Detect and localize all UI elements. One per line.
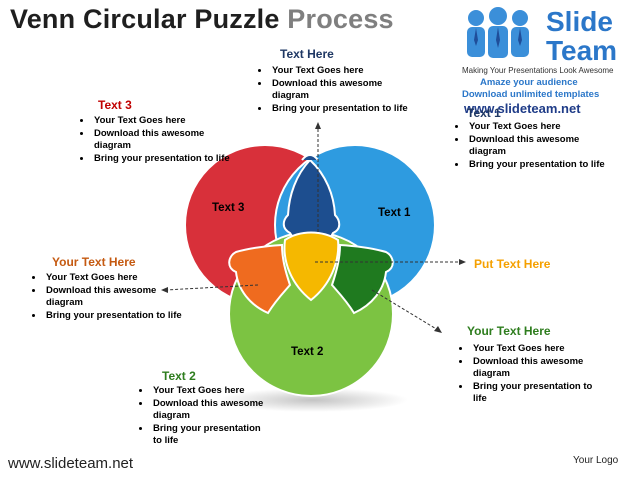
right-block-heading: Your Text Here	[467, 324, 551, 338]
right-block-bullets: Your Text Goes here Download this awesom…	[453, 343, 606, 406]
arrowhead-left	[161, 287, 168, 293]
title-main: Venn Circular Puzzle	[10, 4, 280, 34]
logo-amaze: Amaze your audience	[480, 77, 578, 88]
left-block-bullet: Your Text Goes here	[44, 272, 184, 285]
text1-block-bullet: Download this awesome diagram	[467, 134, 617, 159]
puzzle-knob-top	[301, 154, 319, 161]
right-block-bullet: Your Text Goes here	[471, 343, 606, 356]
circle-label-right: Text 1	[378, 207, 411, 219]
people-icon	[467, 7, 529, 58]
logo-tagline: Making Your Presentations Look Awesome	[462, 66, 614, 75]
left-block-bullet: Download this awesome diagram	[44, 285, 184, 310]
text2-block-bullet: Bring your presentation to life	[151, 423, 269, 448]
logo-site: www.slideteam.net	[464, 101, 581, 116]
arrowhead-right	[459, 259, 466, 265]
left-block-bullet: Bring your presentation to life	[44, 310, 184, 323]
text3-block-heading: Text 3	[98, 98, 132, 112]
text3-block-bullet: Download this awesome diagram	[92, 128, 242, 153]
top-block-heading: Text Here	[280, 47, 334, 61]
text2-block-bullet: Download this awesome diagram	[151, 398, 269, 423]
left-block-heading: Your Text Here	[52, 255, 136, 269]
text1-block-heading: Text 1	[467, 106, 501, 120]
top-block-bullet: Bring your presentation to life	[270, 103, 418, 116]
text2-block-bullet: Your Text Goes here	[151, 385, 269, 398]
top-block-bullet: Your Text Goes here	[270, 65, 418, 78]
puzzle-piece-center-yellow	[283, 231, 340, 302]
text3-block-bullet: Your Text Goes here	[92, 115, 242, 128]
circle-label-bottom: Text 2	[291, 346, 324, 358]
text2-block-bullets: Your Text Goes here Download this awesom…	[133, 385, 269, 448]
footer-url: www.slideteam.net	[8, 455, 134, 472]
right-block-bullet: Download this awesome diagram	[471, 356, 606, 381]
text1-block-bullet: Bring your presentation to life	[467, 159, 617, 172]
puzzle-piece-left-orange	[228, 243, 292, 315]
left-block-bullets: Your Text Goes here Download this awesom…	[26, 272, 184, 322]
diagram-shadow	[218, 388, 408, 412]
title-sub: Process	[287, 4, 394, 34]
text3-block-bullet: Bring your presentation to life	[92, 153, 242, 166]
arrowhead-bottom-right	[434, 326, 442, 333]
connector-bottom-right	[371, 289, 439, 331]
arrowhead-top	[315, 122, 321, 129]
page-title: Venn Circular Puzzle Process	[10, 4, 394, 35]
put-text-heading: Put Text Here	[474, 257, 551, 271]
right-block-bullet: Bring your presentation to life	[471, 381, 606, 406]
text1-block-bullets: Your Text Goes here Download this awesom…	[449, 121, 617, 171]
top-block-bullets: Your Text Goes here Download this awesom…	[252, 65, 418, 115]
logo-word-team: Team	[546, 35, 618, 66]
your-logo-placeholder: Your Logo	[573, 455, 619, 466]
logo-download: Download unlimited templates	[462, 89, 600, 100]
text2-block-heading: Text 2	[162, 369, 196, 383]
circle-label-left: Text 3	[212, 202, 245, 214]
text3-block-bullets: Your Text Goes here Download this awesom…	[74, 115, 242, 165]
text1-block-bullet: Your Text Goes here	[467, 121, 617, 134]
connector-left	[164, 284, 259, 291]
logo-word-slide: Slide	[546, 6, 613, 37]
top-block-bullet: Download this awesome diagram	[270, 78, 418, 103]
